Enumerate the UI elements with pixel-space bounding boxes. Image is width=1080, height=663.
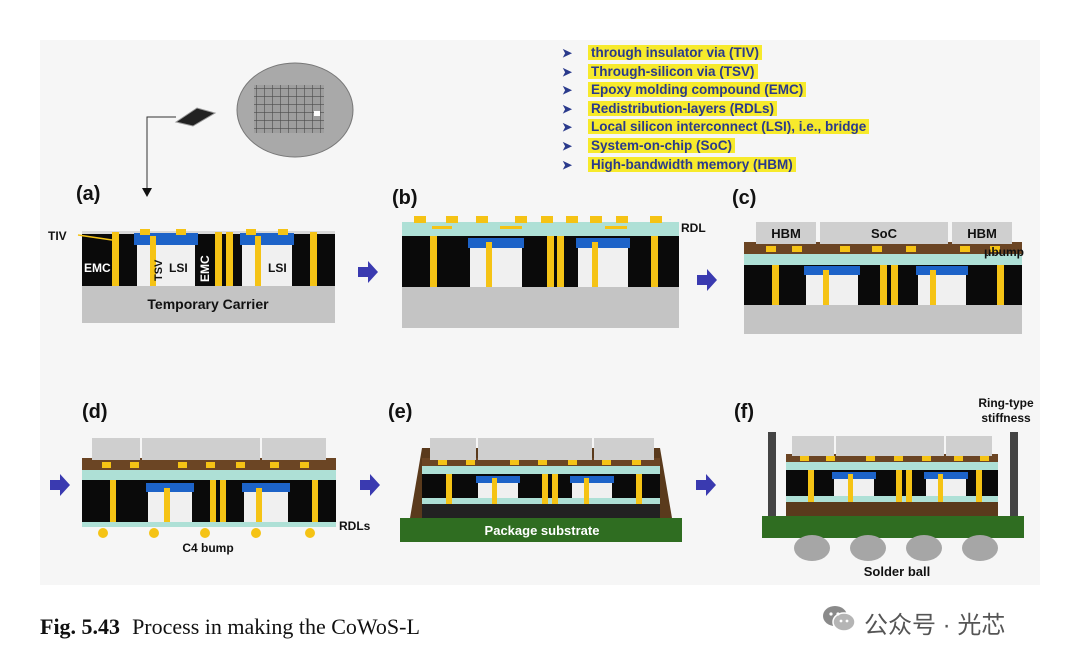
lsi-label-left: LSI — [169, 261, 188, 275]
chevron-right-icon: ➤ — [562, 83, 573, 98]
rdl-label: RDL — [681, 221, 706, 235]
panel-a-label: (a) — [76, 183, 100, 205]
die-connector-line — [146, 116, 176, 192]
wafer-grid — [254, 85, 324, 133]
panel-a: (a) TIV EMC EMC TSV LSI LSI Temporary Ca… — [48, 183, 335, 323]
panel-e: (e) Package substrate — [388, 401, 682, 542]
arrow-d-to-e — [360, 474, 380, 496]
panel-b-label: (b) — [392, 187, 418, 209]
stiffness-label: stiffness — [981, 411, 1031, 425]
figure-caption: Fig. 5.43 Process in making the CoWoS-L — [40, 614, 420, 640]
tsv-label: TSV — [153, 259, 165, 281]
legend-text: Redistribution-layers (RDLs) — [588, 100, 778, 116]
ubump-label: μbump — [984, 245, 1024, 259]
panel-d-label: (d) — [82, 401, 108, 423]
legend-item: ➤ High-bandwidth memory (HBM) — [562, 156, 869, 175]
arrow-b-to-c — [697, 269, 717, 291]
chevron-right-icon: ➤ — [562, 46, 573, 60]
panel-b: (b) RDL — [392, 187, 706, 328]
legend-item: ➤ Epoxy molding compound (EMC) — [562, 81, 869, 100]
legend-text: through insulator via (TIV) — [588, 45, 762, 60]
hbm-label-left: HBM — [771, 226, 801, 241]
emc-vertical-label: EMC — [198, 255, 212, 282]
solder-ball-label: Solder ball — [864, 564, 930, 579]
chevron-right-icon: ➤ — [562, 120, 573, 135]
arrow-a-to-b — [358, 261, 378, 283]
rdls-label: RDLs — [339, 519, 371, 533]
c4-bump-label: C4 bump — [182, 541, 233, 555]
tiv-label: TIV — [48, 229, 67, 243]
panel-d: (d) RDLs C4 bump — [82, 401, 371, 555]
legend-item: ➤ Redistribution-layers (RDLs) — [562, 100, 869, 119]
temporary-carrier-label: Temporary Carrier — [147, 296, 269, 312]
chevron-right-icon: ➤ — [562, 138, 573, 153]
package-substrate-label: Package substrate — [485, 523, 600, 538]
panel-f-label: (f) — [734, 401, 754, 423]
die-connector-arrowhead — [142, 188, 152, 197]
soc-label: SoC — [871, 226, 898, 241]
watermark: 公众号 · 光芯 — [822, 604, 1005, 641]
legend-text: Through-silicon via (TSV) — [588, 63, 758, 79]
legend-item: ➤ through insulator via (TIV) — [562, 44, 869, 63]
chevron-right-icon: ➤ — [562, 101, 573, 116]
process-arrows — [50, 261, 717, 496]
chevron-right-icon: ➤ — [562, 157, 573, 172]
figure-number: Fig. 5.43 — [40, 614, 121, 639]
panel-f: (f) Ring-type stiffness Solder ball — [734, 396, 1034, 579]
watermark-text: 公众号 · 光芯 — [864, 612, 1006, 639]
arrow-into-d — [50, 474, 70, 496]
figure-caption-text: Process in making the CoWoS-L — [132, 614, 420, 639]
panel-e-label: (e) — [388, 401, 412, 423]
legend-list: ➤ through insulator via (TIV) ➤ Through-si… — [562, 44, 870, 175]
legend-text: High-bandwidth memory (HBM) — [588, 156, 796, 172]
panel-c-label: (c) — [732, 187, 756, 209]
lsi-label-right: LSI — [268, 261, 287, 275]
single-die — [174, 107, 217, 127]
hbm-label-right: HBM — [967, 226, 997, 241]
legend-text: System-on-chip (SoC) — [588, 137, 736, 153]
wafer-illustration — [142, 62, 354, 197]
panel-c: (c) HBM SoC HBM μbump — [732, 187, 1024, 334]
ring-type-label: Ring-type — [978, 396, 1034, 410]
legend-item: ➤ Through-silicon via (TSV) — [562, 63, 869, 82]
wafer-highlight-die — [314, 111, 320, 116]
legend-text: Local silicon interconnect (LSI), i.e., … — [588, 119, 870, 135]
legend-item: ➤ System-on-chip (SoC) — [562, 137, 869, 156]
chevron-right-icon: ➤ — [562, 64, 573, 79]
emc-label: EMC — [84, 261, 111, 275]
legend-item: ➤ Local silicon interconnect (LSI), i.e.,… — [562, 118, 870, 137]
legend-text: Epoxy molding compound (EMC) — [588, 82, 807, 98]
arrow-e-to-f — [696, 474, 716, 496]
wechat-icon — [822, 604, 856, 641]
